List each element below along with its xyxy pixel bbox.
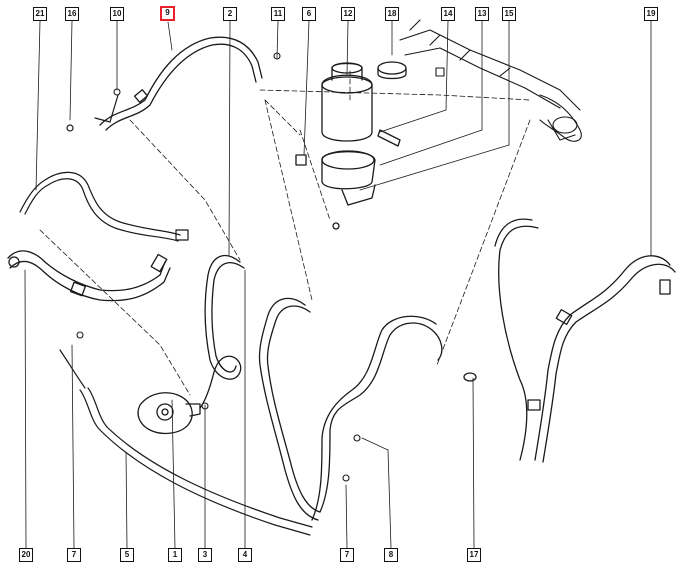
callout-2[interactable]: 2 (223, 7, 237, 21)
callout-3[interactable]: 3 (198, 548, 212, 562)
callout-9-highlighted[interactable]: 9 (160, 6, 175, 21)
pipes-5 (59, 349, 313, 536)
callout-10[interactable]: 10 (110, 7, 124, 21)
callout-17[interactable]: 17 (467, 548, 481, 562)
callout-19[interactable]: 19 (644, 7, 658, 21)
callout-6[interactable]: 6 (302, 7, 316, 21)
callout-4[interactable]: 4 (238, 548, 252, 562)
hose-2 (199, 254, 245, 409)
hose-20 (7, 250, 171, 302)
callout-16[interactable]: 16 (65, 7, 79, 21)
reservoir-12 (321, 61, 407, 147)
clamp-bracket (295, 150, 376, 230)
center-hose (258, 297, 443, 521)
fasteners (76, 52, 361, 482)
callout-13[interactable]: 13 (475, 7, 489, 21)
hose-9 (99, 36, 263, 131)
callout-12[interactable]: 12 (341, 7, 355, 21)
steering-rack (399, 19, 582, 142)
callout-18[interactable]: 18 (385, 7, 399, 21)
right-hoses (463, 218, 676, 463)
upper-left-pipe (19, 94, 189, 242)
dashed-lines (39, 69, 531, 396)
leader-lines (24, 20, 652, 549)
callout-21[interactable]: 21 (33, 7, 47, 21)
callout-5[interactable]: 5 (120, 548, 134, 562)
callout-20[interactable]: 20 (19, 548, 33, 562)
callout-7-right[interactable]: 7 (340, 548, 354, 562)
callout-1[interactable]: 1 (168, 548, 182, 562)
callout-7-left[interactable]: 7 (67, 548, 81, 562)
callout-14[interactable]: 14 (441, 7, 455, 21)
pump-1 (137, 392, 201, 435)
callout-8[interactable]: 8 (384, 548, 398, 562)
callout-15[interactable]: 15 (502, 7, 516, 21)
callout-11[interactable]: 11 (271, 7, 285, 21)
